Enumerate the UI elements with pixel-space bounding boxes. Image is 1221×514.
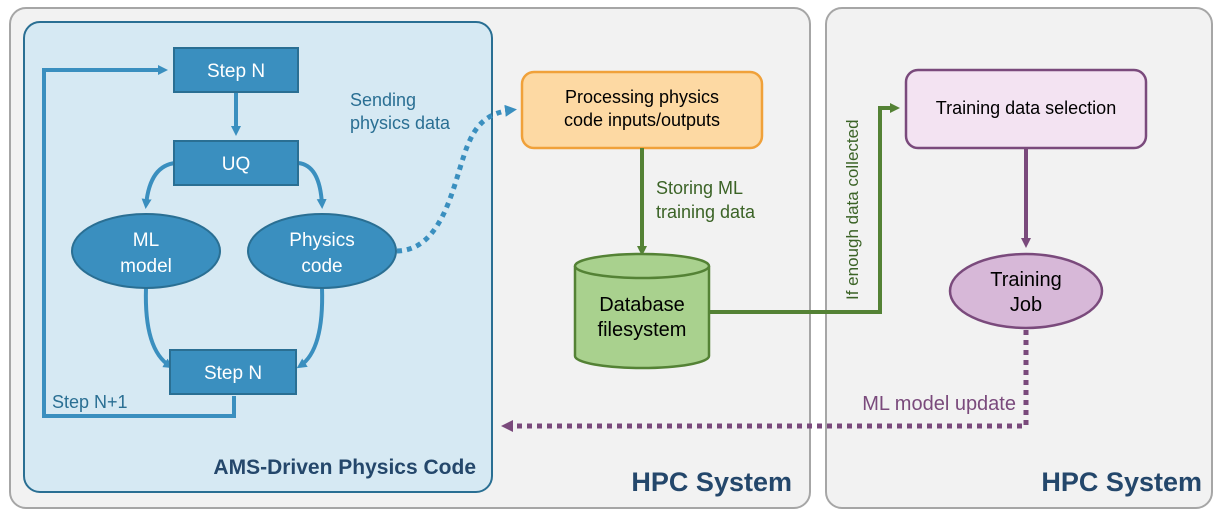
node-ml-model-line1: ML	[133, 230, 159, 251]
node-database-line2: filesystem	[598, 319, 687, 341]
node-training-job	[948, 252, 1104, 330]
node-ml-model-line2: model	[120, 256, 172, 277]
label-step-next: Step N+1	[52, 392, 128, 412]
edge-sending-physics	[396, 104, 517, 254]
edge-uq-to-physics	[297, 161, 327, 209]
node-training-job-line2: Job	[1010, 294, 1042, 316]
edge-physics-to-step	[296, 287, 325, 369]
edge-enough-data	[709, 103, 900, 314]
node-database-line1: Database	[599, 294, 685, 316]
node-ml-model	[71, 213, 221, 289]
node-physics-code	[247, 213, 397, 289]
node-step-top-label: Step N	[207, 61, 265, 82]
label-storing-line2: training data	[656, 202, 756, 222]
hpc-title-right: HPC System	[1041, 467, 1202, 497]
ams-title: AMS-Driven Physics Code	[213, 456, 476, 479]
node-processing-line1: Processing physics	[565, 87, 719, 107]
label-sending-line1: Sending	[350, 90, 416, 110]
node-step-top	[173, 47, 299, 93]
node-training-job-line1: Training	[990, 269, 1062, 291]
node-physics-code-line2: code	[301, 256, 342, 277]
node-database	[573, 252, 711, 370]
label-enough-data: If enough data collected	[843, 119, 862, 300]
edge-model-update	[501, 330, 1029, 432]
hpc-title-left: HPC System	[631, 467, 792, 497]
node-physics-code-line1: Physics	[289, 230, 354, 251]
label-storing-line1: Storing ML	[656, 178, 743, 198]
edge-uq-to-ml	[141, 161, 177, 209]
node-uq-label: UQ	[222, 154, 251, 175]
node-uq	[173, 140, 299, 186]
edge-ml-to-step	[143, 287, 174, 369]
label-sending-line2: physics data	[350, 113, 451, 133]
label-model-update: ML model update	[862, 393, 1016, 415]
node-processing-line2: code inputs/outputs	[564, 110, 720, 130]
node-step-bottom	[169, 349, 297, 395]
node-step-bottom-label: Step N	[204, 363, 262, 384]
edge-loop-back	[42, 65, 236, 418]
node-training-selection-label: Training data selection	[936, 98, 1116, 118]
